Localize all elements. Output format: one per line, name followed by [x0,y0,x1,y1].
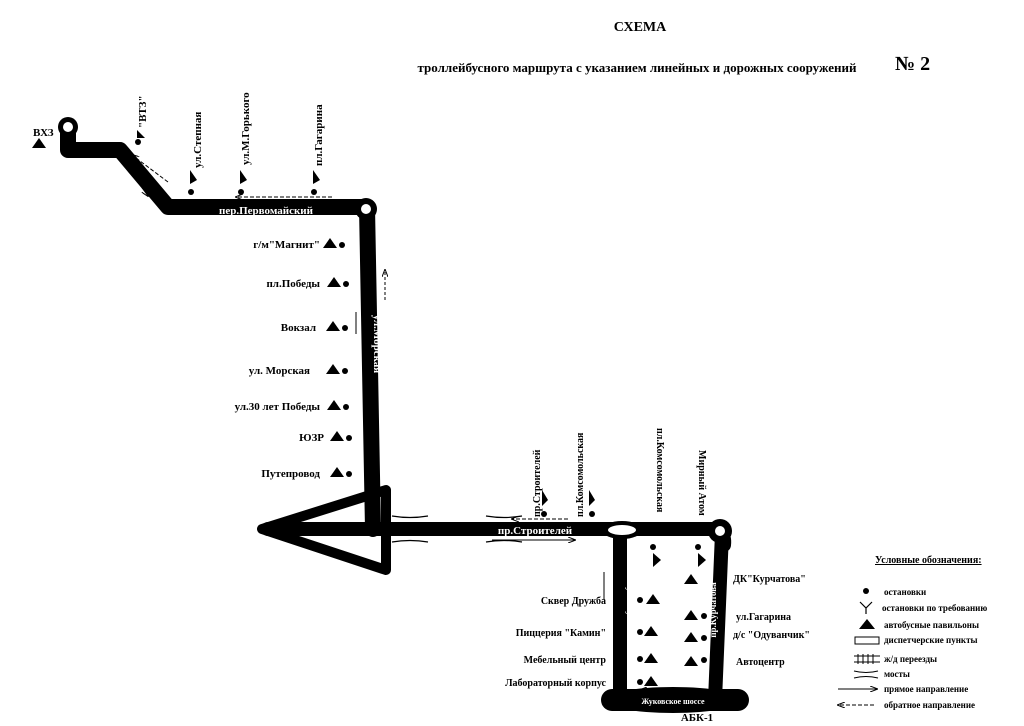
map-subtitle: троллейбусного маршрута с указанием лине… [418,60,857,75]
svg-text:ДК"Курчатова": ДК"Курчатова" [733,574,806,585]
stop-yuzr: ЮЗР [299,431,352,444]
svg-text:пл.Гагарина: пл.Гагарина [313,104,325,166]
svg-text:ул.М.Горького: ул.М.Горького [240,92,252,165]
dispatch-point-icon [854,636,880,645]
stop-mirny-atom: Мирный Атом [695,450,707,567]
street-morskaya: ул.Морская [371,315,383,374]
svg-text:пл.Победы: пл.Победы [266,278,320,290]
stop-abk1: АБК-1 [681,712,713,724]
svg-text:д/с "Одуванчик": д/с "Одуванчик" [733,630,810,641]
street-zhukovskoe: Жуковское шоссе [641,697,705,706]
railway-crossing-icon [854,654,880,664]
legend-label-dispatch: диспетчерские пункты [884,635,978,645]
route-number: № 2 [895,53,930,75]
street-stroiteley: пр.Строителей [498,525,573,537]
stop-gagarina: ул.Гагарина [684,610,791,623]
svg-text:пл.Комсомольская: пл.Комсомольская [654,428,665,513]
svg-text:Автоцентр: Автоцентр [736,657,785,668]
svg-text:Мебельный центр: Мебельный центр [524,655,607,666]
stop-stepnaya: ул.Степная [188,112,204,195]
stop-vokzal: Вокзал [281,321,348,334]
stop-pr-stroiteley: пр.Строителей [532,449,548,517]
svg-text:Сквер Дружба: Сквер Дружба [541,596,606,607]
stop-pl-komsomolskaya: пл.Комсомольская [650,428,665,567]
stop-pobedy: пл.Победы [266,277,349,290]
map-title: СХЕМА [614,20,667,35]
svg-text:Лабораторный корпус: Лабораторный корпус [505,678,606,689]
stop-puteprovod: Путепровод [261,467,352,480]
svg-text:ЮЗР: ЮЗР [299,432,324,444]
stop-kamin: Пиццерия "Камин" [516,626,658,639]
stop-30-let-pobedy: ул.30 лет Победы [235,400,349,413]
svg-text:г/м"Магнит": г/м"Магнит" [253,239,320,251]
legend: Условные обозначения: остановки остановк… [838,555,987,710]
legend-label-reverse: обратное направление [884,700,975,710]
stop-magnit: г/м"Магнит" [253,238,345,251]
svg-text:Путепровод: Путепровод [261,468,320,480]
svg-text:ул.Гагарина: ул.Гагарина [736,612,791,623]
svg-text:"ВТЗ": "ВТЗ" [137,95,149,128]
stop-avtocentr: Автоцентр [684,656,785,668]
reverse-arrows [132,155,700,690]
stop-gorkogo: ул.М.Горького [238,92,252,195]
svg-text:ВХЗ: ВХЗ [33,127,54,139]
svg-text:пр.Строителей: пр.Строителей [532,449,543,517]
stop-gagarina-top: пл.Гагарина [311,104,325,195]
stop-morskaya: ул. Морская [249,364,348,377]
forward-arrows [121,159,605,600]
legend-label-bridges: мосты [884,669,910,679]
legend-label-request: остановки по требованию [882,603,987,613]
stop-dot-icon [863,588,869,594]
svg-text:Вокзал: Вокзал [281,322,316,334]
svg-text:ул.Степная: ул.Степная [192,112,204,168]
stop-vkhz: ВХЗ [32,127,54,148]
legend-label-forward: прямое направление [884,684,968,694]
svg-text:ул.30 лет Победы: ул.30 лет Победы [235,401,321,413]
legend-label-railway: ж/д переезды [884,654,937,664]
entuziastov-dots [637,597,643,685]
bridge-icon [853,670,879,679]
stop-dk-kurchatova: ДК"Курчатова" [684,574,806,585]
route-road [60,120,749,711]
svg-text:пл.Комсомольская: пл.Комсомольская [575,432,586,517]
request-stop-icon [859,601,873,614]
stop-laboratorny: Лабораторный корпус [505,676,658,689]
legend-label-stops: остановки [884,587,926,597]
legend-title: Условные обозначения: [875,555,982,566]
legend-label-pavilions: автобусные павильоны [884,620,979,630]
svg-text:Пиццерия "Камин": Пиццерия "Камин" [516,628,606,639]
street-entuziastov: ул.Энтузиастов [625,587,634,643]
street-kurchatova: пр.Курчатова [708,582,718,638]
svg-text:Мирный Атом: Мирный Атом [696,450,707,516]
bus-pavilion-icon [859,619,875,629]
street-pervomaisky: пер.Первомайский [219,205,314,217]
stop-oduvanchik: д/с "Одуванчик" [684,630,810,642]
stop-skver-druzhba: Сквер Дружба [541,594,660,607]
kurchatova-dots [701,613,707,663]
svg-text:ул. Морская: ул. Морская [249,365,310,377]
stop-mebelny: Мебельный центр [524,653,658,666]
stop-vtz: "ВТЗ" [135,95,149,145]
stop-komsomolskaya: пл.Комсомольская [575,432,595,517]
